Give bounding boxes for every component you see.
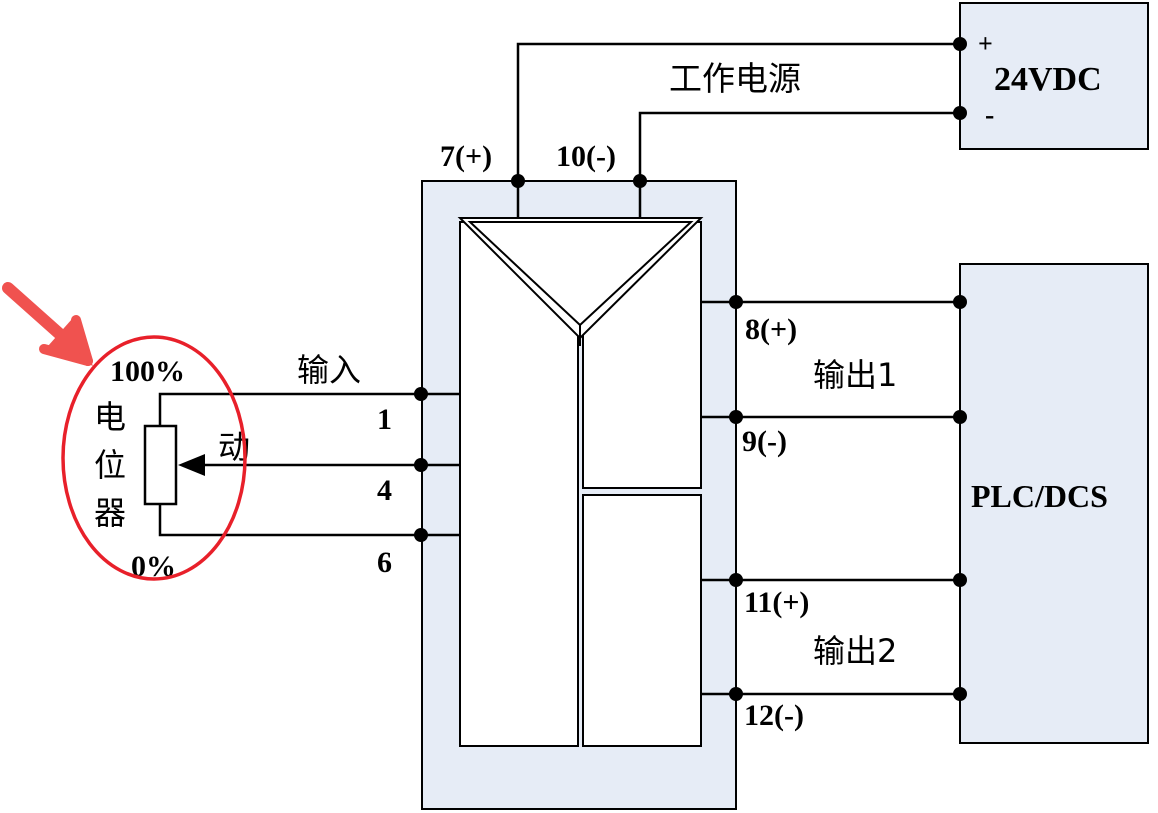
node-term-12 [729, 687, 743, 701]
pot-char-2: 位 [94, 446, 126, 484]
pot-char-1: 电 [94, 398, 126, 436]
plc-dcs-label: PLC/DCS [971, 478, 1108, 514]
node-term-11 [729, 573, 743, 587]
node-term-4 [414, 458, 428, 472]
term-12-label: 12(-) [744, 699, 804, 732]
highlight-circle [61, 335, 247, 581]
isolator-output2-channel [582, 494, 702, 747]
power-supply-box [959, 2, 1149, 150]
power-plus-label: + [978, 29, 993, 58]
term-1-label: 1 [377, 403, 392, 436]
node-plc-8 [953, 295, 967, 309]
node-term-7 [511, 174, 525, 188]
node-plc-12 [953, 687, 967, 701]
node-plc-11 [953, 573, 967, 587]
output1-label: 输出1 [813, 356, 897, 394]
input-label: 输入 [297, 351, 361, 389]
term-7-label: 7(+) [440, 140, 492, 173]
node-term-1 [414, 387, 428, 401]
term-8-label: 8(+) [745, 313, 797, 346]
node-term-9 [729, 410, 743, 424]
output2-label: 输出2 [813, 632, 897, 670]
node-power-minus [953, 106, 967, 120]
wiper-arrowhead [178, 454, 205, 476]
node-term-8 [729, 295, 743, 309]
node-term-6 [414, 528, 428, 542]
term-11-label: 11(+) [744, 586, 809, 619]
term-10-label: 10(-) [556, 140, 616, 173]
pot-100-label: 100% [110, 355, 185, 388]
term-4-label: 4 [377, 474, 392, 507]
wire-term-1 [158, 392, 460, 426]
plc-dcs-box [959, 263, 1149, 744]
power-split-funnel-inner [467, 221, 694, 327]
wire-term-6 [158, 504, 460, 537]
node-term-10 [633, 174, 647, 188]
node-plc-9 [953, 410, 967, 424]
potentiometer-resistor [143, 424, 178, 506]
term-9-label: 9(-) [742, 425, 787, 458]
power-title-label: 工作电源 [669, 59, 801, 98]
pointer-arrow-icon [2, 282, 93, 366]
wire-power-plus [516, 42, 960, 218]
pot-char-3: 器 [94, 494, 126, 532]
power-minus-label: - [985, 100, 994, 131]
power-voltage-label: 24VDC [994, 61, 1102, 98]
node-power-plus [953, 37, 967, 51]
term-6-label: 6 [377, 546, 392, 579]
